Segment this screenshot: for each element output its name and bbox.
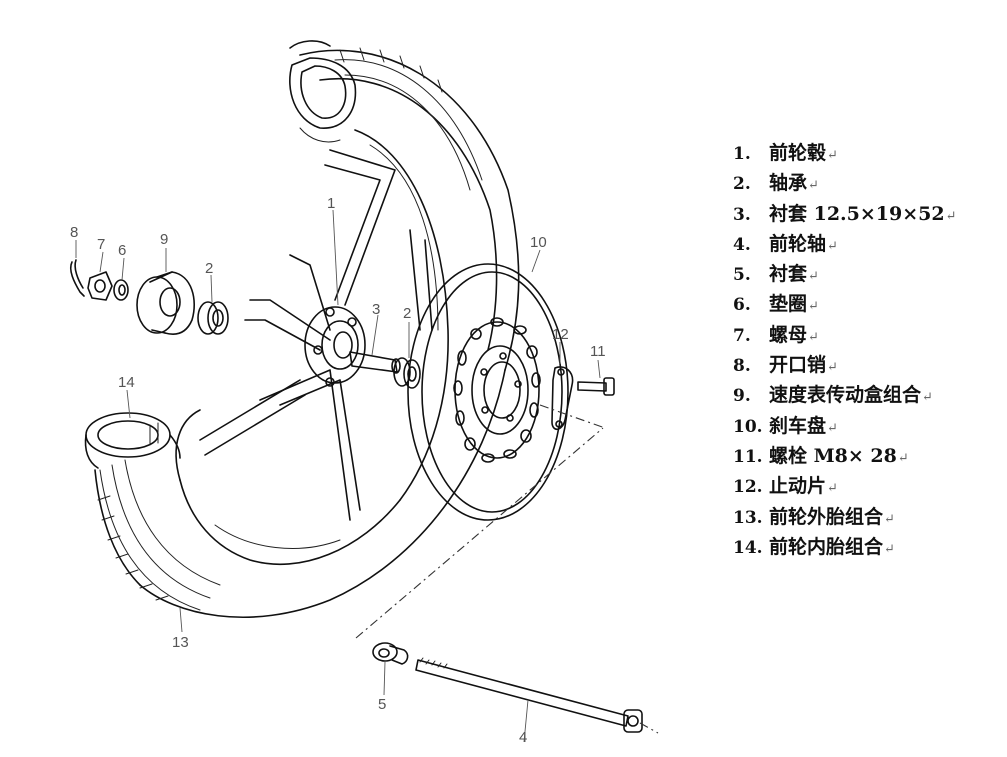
return-mark: ↵	[808, 299, 819, 315]
part-item: 4. 前轮轴↵	[733, 229, 957, 259]
callout-14: 14	[118, 374, 135, 391]
part-number: 10.	[733, 416, 763, 437]
front-tyre	[94, 40, 520, 618]
return-mark: ↵	[922, 390, 933, 406]
part-item: 2. 轴承↵	[733, 168, 957, 198]
part-item: 8. 开口销↵	[733, 350, 957, 380]
part-name: 开口销	[769, 354, 827, 377]
return-mark: ↵	[827, 148, 838, 163]
return-mark: ↵	[884, 541, 895, 557]
part-item: 10. 刹车盘↵	[733, 411, 957, 441]
return-mark: ↵	[808, 269, 819, 285]
brake-disc	[407, 263, 569, 521]
part-item: 14. 前轮内胎组合↵	[733, 532, 957, 562]
callout-10: 10	[530, 234, 547, 251]
callout-9: 9	[160, 231, 168, 248]
callout-3: 3	[372, 301, 380, 318]
callout-8: 8	[70, 224, 78, 241]
part-number: 11.	[733, 446, 763, 467]
callout-7: 7	[97, 236, 105, 253]
bolt-m8	[577, 377, 615, 396]
callout-1: 1	[327, 195, 335, 212]
part-number: 13.	[733, 507, 763, 528]
front-axle	[415, 657, 643, 733]
part-name: 速度表传动盒组合	[769, 384, 922, 407]
return-mark: ↵	[808, 329, 819, 345]
part-number: 1.	[733, 144, 751, 164]
part-name: 衬套 12.5×19×52	[769, 202, 945, 225]
part-number: 2.	[733, 174, 751, 195]
return-mark: ↵	[897, 450, 909, 466]
return-mark: ↵	[945, 208, 957, 224]
exploded-wheel-diagram: 1 2 2 3 4 5 6 7 8 9 10 11 12 13 14	[69, 40, 659, 746]
part-item: 13. 前轮外胎组合↵	[733, 502, 957, 532]
part-name: 前轮内胎组合	[769, 535, 884, 558]
part-name: 衬套	[769, 263, 808, 286]
hub-center	[304, 306, 366, 387]
part-name: 止动片	[769, 475, 827, 498]
callout-2-left: 2	[205, 260, 213, 277]
part-number: 8.	[733, 356, 751, 377]
parts-list: 1.前轮毂↵ 2.轴承↵ 3.衬套 12.5×19×52↵ 4.前轮轴↵ 5.衬…	[733, 138, 957, 562]
return-mark: ↵	[808, 178, 819, 194]
return-mark: ↵	[827, 481, 838, 497]
bearing-left	[197, 301, 229, 335]
cotter-pin	[69, 259, 85, 297]
callout-12: 12	[552, 326, 569, 343]
part-name: 刹车盘	[769, 414, 827, 437]
lock-plate	[551, 366, 574, 431]
callout-4: 4	[519, 729, 527, 746]
part-item: 3. 衬套 12.5×19×52↵	[733, 199, 957, 229]
speedometer-gearbox	[136, 271, 195, 336]
part-number: 12.	[733, 477, 763, 498]
washer	[113, 279, 129, 301]
part-number: 14.	[733, 537, 763, 558]
center-bushing	[349, 351, 401, 374]
return-mark: ↵	[827, 360, 838, 376]
part-name: 前轮外胎组合	[769, 505, 884, 528]
part-name: 垫圈	[769, 293, 808, 316]
inner-tube-section	[84, 412, 181, 469]
part-name: 前轮毂	[769, 142, 827, 164]
tube-section-top	[289, 57, 357, 143]
part-item: 12. 止动片↵	[733, 471, 957, 501]
part-number: 5.	[733, 265, 751, 286]
part-item: 7. 螺母↵	[733, 320, 957, 350]
callout-11: 11	[590, 343, 606, 360]
callout-5: 5	[378, 696, 386, 713]
callout-13: 13	[172, 634, 189, 651]
part-name: 轴承	[769, 172, 808, 195]
part-number: 6.	[733, 295, 751, 316]
bushing-axle	[372, 642, 409, 665]
part-number: 4.	[733, 234, 751, 255]
return-mark: ↵	[827, 238, 838, 254]
part-number: 3.	[733, 204, 751, 225]
callout-2-right: 2	[403, 305, 411, 322]
part-item: 6. 垫圈↵	[733, 289, 957, 319]
part-item: 1. 前轮毂↵	[733, 138, 957, 168]
castle-nut	[87, 271, 113, 301]
return-mark: ↵	[827, 420, 838, 436]
part-item: 11. 螺栓 M8× 28↵	[733, 441, 957, 471]
part-item: 5. 衬套↵	[733, 259, 957, 289]
part-number: 7.	[733, 325, 751, 346]
part-name: 前轮轴	[769, 232, 827, 255]
wheel-rim	[175, 129, 449, 566]
part-item: 9. 速度表传动盒组合↵	[733, 380, 957, 410]
part-name: 螺母	[769, 323, 808, 346]
return-mark: ↵	[884, 511, 895, 527]
part-name: 螺栓 M8× 28	[769, 444, 897, 467]
callout-6: 6	[118, 242, 126, 259]
part-number: 9.	[733, 386, 751, 407]
